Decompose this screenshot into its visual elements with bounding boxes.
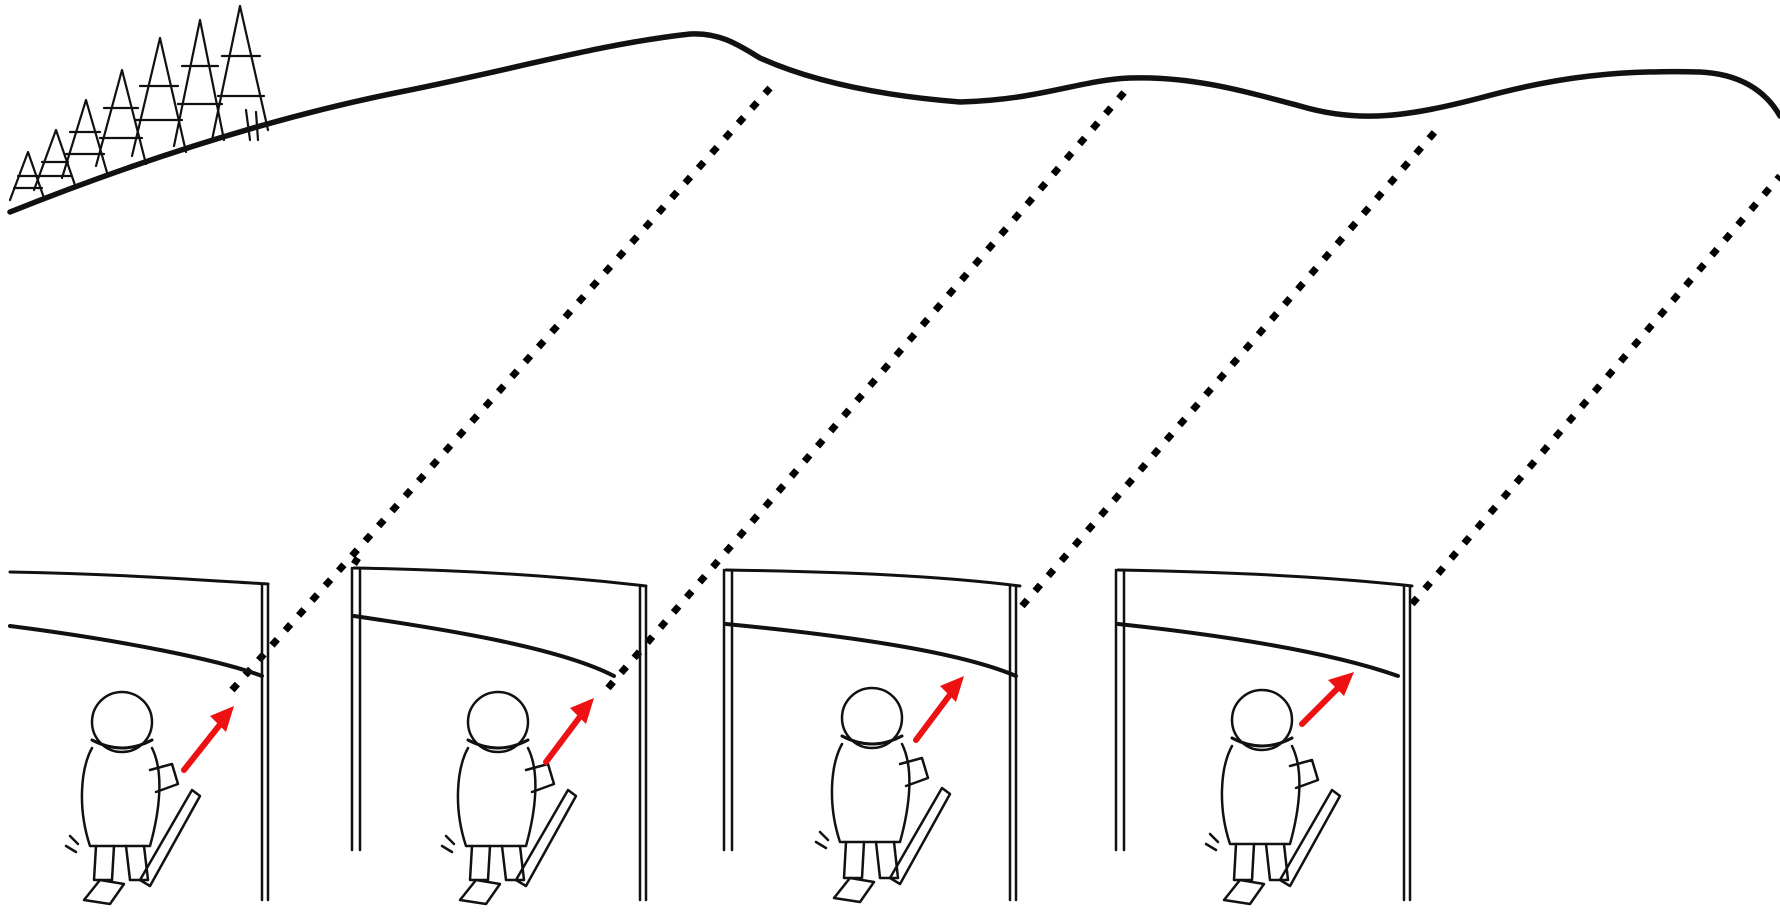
ski-icon — [140, 790, 200, 886]
skier-icon — [1206, 690, 1340, 904]
gaze-arrow — [916, 676, 964, 740]
panel-2 — [352, 568, 646, 904]
sight-lines — [232, 88, 1780, 690]
tree-cluster — [10, 6, 268, 200]
ski-icon — [834, 878, 874, 902]
arrow-icon — [1302, 686, 1340, 724]
skier-icon — [66, 692, 200, 904]
arrow-icon — [546, 714, 582, 762]
gaze-arrow — [546, 698, 594, 762]
sight-line-4 — [1412, 176, 1780, 604]
panel-1 — [10, 572, 268, 904]
ski-icon — [890, 788, 950, 884]
sight-line-3 — [1022, 126, 1440, 606]
gaze-arrow — [1302, 672, 1354, 724]
ski-icon — [84, 880, 124, 904]
tree-icon — [34, 130, 76, 190]
arrow-icon — [184, 722, 222, 770]
sight-line-link-1 — [354, 558, 358, 564]
ski-icon — [516, 790, 576, 886]
skier-icon — [442, 692, 576, 904]
panel-4 — [1116, 570, 1412, 904]
mountain-ridge — [10, 34, 1780, 212]
tree-icon — [174, 20, 224, 146]
arrow-icon — [916, 692, 952, 740]
ski-icon — [460, 880, 500, 904]
gaze-arrow — [184, 706, 234, 770]
tree-icon — [96, 70, 146, 166]
ski-icon — [1224, 880, 1264, 904]
panel-3 — [724, 570, 1020, 902]
sight-line-1 — [232, 88, 770, 690]
ski-icon — [1280, 790, 1340, 886]
